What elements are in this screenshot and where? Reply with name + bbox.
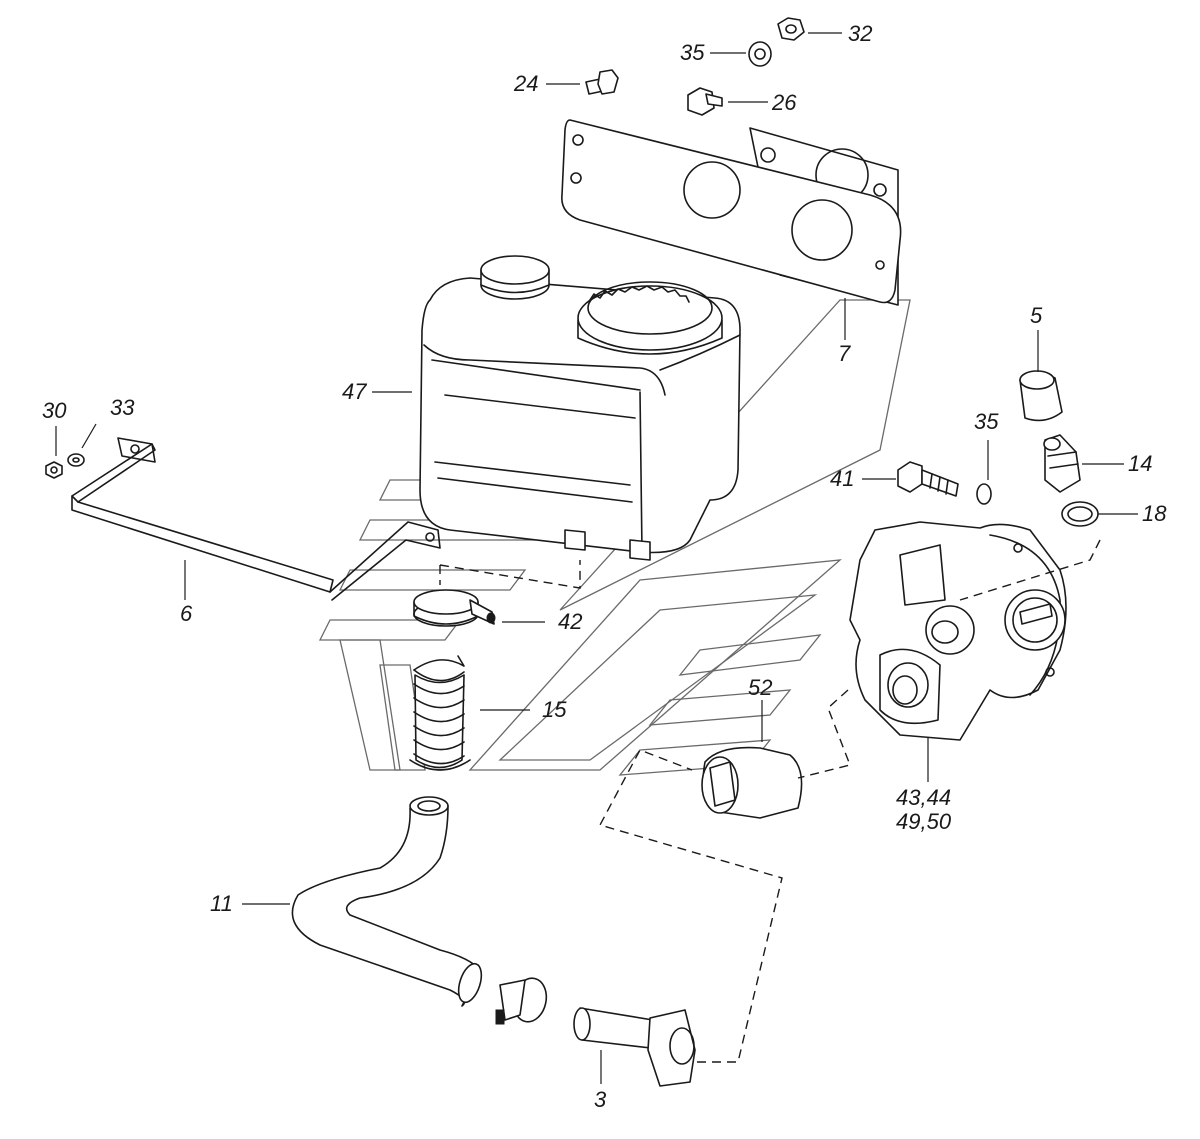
callout-32: 32 [848,21,873,46]
callout-52: 52 [748,675,773,700]
hose [242,796,483,1007]
power-steering-pump [797,521,1101,782]
callout-26: 26 [772,90,797,115]
callout-24: 24 [514,71,539,96]
callout-6: 6 [180,601,193,626]
bolt-and-plug [546,69,768,116]
callout-14: 14 [1128,451,1153,476]
callout-15: 15 [542,697,567,722]
callout-35-top: 35 [680,40,705,65]
gasket-plates [561,119,902,340]
banjo-bolt-and-washer [862,440,992,505]
filter-element [701,700,803,819]
callout-49-50: 49,50 [896,809,952,834]
washer-and-nut [710,17,842,67]
callout-30: 30 [42,398,67,423]
nut-and-washer [45,423,97,479]
callout-41: 41 [830,466,855,491]
callout-5: 5 [1030,303,1043,328]
small-clamp [495,977,548,1025]
callout-35-right: 35 [974,409,999,434]
hose-clamp [413,560,581,627]
callout-7: 7 [838,341,851,366]
callout-33: 33 [110,395,135,420]
pipe-fittings [1019,330,1138,527]
banjo-fitting [573,749,783,1087]
callout-43-44: 43,44 [896,785,952,810]
callout-11: 11 [210,891,233,916]
spring [409,655,530,771]
reservoir-tank [419,255,741,561]
callout-47: 47 [342,379,367,404]
callout-42: 42 [558,609,583,634]
callout-3: 3 [594,1087,607,1112]
bracket-rod [71,437,441,601]
callout-18: 18 [1142,501,1167,526]
